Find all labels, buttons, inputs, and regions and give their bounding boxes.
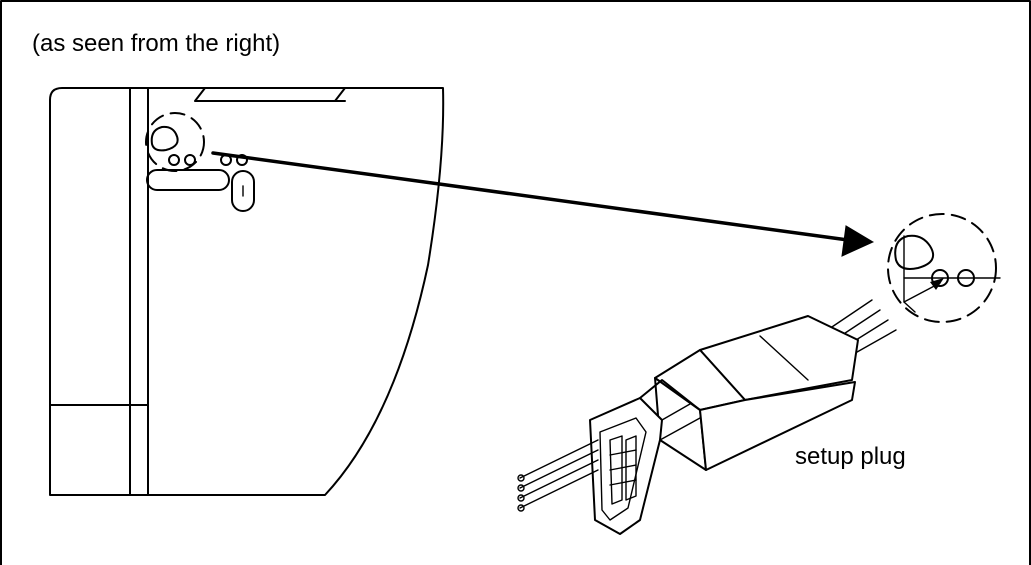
housing-top-slot <box>194 87 346 102</box>
horizontal-slot <box>146 169 230 191</box>
setup-plug <box>517 299 897 535</box>
direction-arrow <box>211 151 875 257</box>
view-caption: (as seen from the right) <box>32 30 281 57</box>
socket-area <box>145 112 255 212</box>
detail-keyhole-icon <box>894 234 934 270</box>
socket-pin-hole <box>236 154 248 166</box>
vertical-slot <box>231 170 255 212</box>
keyhole-icon <box>150 125 179 152</box>
plug-label: setup plug <box>795 443 906 470</box>
plug-wires-top <box>819 299 897 357</box>
detail-pin-hole <box>931 269 949 287</box>
socket-pin-hole <box>184 154 196 166</box>
detail-pin-hole <box>957 269 975 287</box>
magnified-detail <box>887 213 1001 323</box>
device-housing <box>49 87 445 496</box>
plug-wires-bottom <box>519 439 599 509</box>
socket-pin-hole <box>168 154 180 166</box>
detail-highlight-circle <box>887 213 997 323</box>
